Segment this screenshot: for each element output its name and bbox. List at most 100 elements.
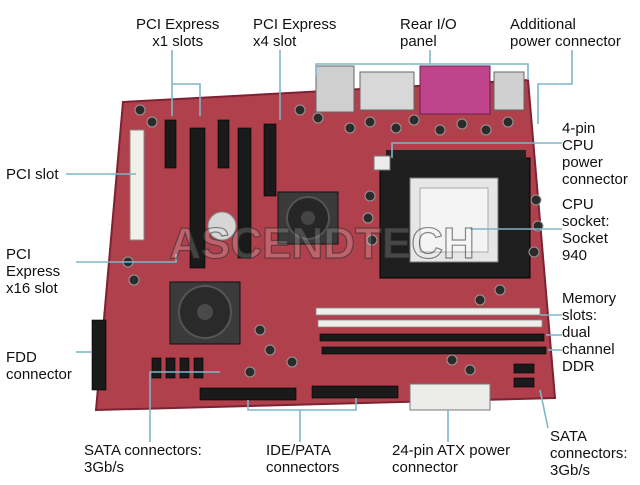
label-additional-power: Additional power connector [510,16,621,50]
label-line: PCI Express [136,16,220,33]
capacitor-icon [364,116,376,128]
pcie-x1-slot-2 [217,119,230,169]
capacitor-icon [464,364,476,376]
leader-lines [66,50,573,442]
leader-line [539,389,549,429]
label-atx-power: 24-pin ATX power connector [392,442,510,476]
leader-line [430,63,529,80]
pci-slot [129,129,145,241]
label-line: Express [6,263,61,280]
label-line: IDE/PATA [266,442,332,459]
label-pci: PCI slot [6,166,59,183]
capacitor-icon [390,122,402,134]
capacitor-icon [244,366,256,378]
capacitor-icon [530,194,542,206]
capacitor-icon [494,284,506,296]
label-line: FDD [6,349,37,366]
capacitor-icon [264,344,276,356]
label-cpu-socket: CPU socket: Socket 940 [562,196,610,264]
label-line: PCI Express [253,16,337,33]
label-pcie-x16: PCI Express x16 slot [6,246,60,297]
label-line: CPU [562,137,594,154]
capacitor-icon [446,354,458,366]
atx-power-connector [409,383,491,411]
label-line: DDR [562,358,595,375]
label-cpu-power: 4-pin CPU power connector [562,120,628,188]
label-pcie-x4: PCI Express x4 slot [253,16,336,50]
capacitor-group [122,104,544,378]
label-line: SATA connectors: [84,442,202,459]
pcie-x16-slot-2 [237,127,252,259]
label-line: Memory [562,290,617,307]
capacitor-icon [128,274,140,286]
pcie-x4-slot [263,123,277,197]
label-line: x16 slot [6,280,58,297]
capacitor-icon [312,112,324,124]
pcie-x1-slot-1 [164,119,177,169]
leader-line [537,50,573,124]
label-line: Rear I/O [400,16,457,33]
leader-line [247,400,301,442]
memory-slots [315,307,547,355]
label-line: connector [392,459,458,476]
ide-connector-2 [311,385,399,399]
sata-ports-left [151,357,204,379]
label-line: 3Gb/s [84,459,125,476]
fdd-connector-shape [91,319,107,391]
capacitor-icon [294,104,306,116]
sata-ports-right [513,363,535,388]
label-line: power [562,154,603,171]
label-line: channel [562,341,615,358]
label-line: Socket [562,230,608,247]
label-line: x1 slots [152,33,204,50]
label-line: 940 [562,247,588,264]
label-line: connectors [266,459,340,476]
label-line: 24-pin ATX power [392,442,511,459]
label-sata-right: SATA connectors: 3Gb/s [550,428,628,479]
rear-io-panel [315,65,525,115]
label-line: power connector [510,33,621,50]
label-line: PCI slot [6,166,59,183]
label-line: Additional [510,16,576,33]
capacitor-icon [344,122,356,134]
vrm-row [386,150,526,160]
capacitor-icon [146,116,158,128]
capacitor-icon [364,190,376,202]
label-pcie-x1: PCI Express x1 slots [136,16,219,50]
leader-line [171,50,201,116]
cpu-socket [379,157,531,279]
leader-line [315,50,431,76]
label-line: dual [562,324,591,341]
bios-battery [207,211,237,241]
label-line: PCI [6,246,32,263]
ide-connector-1 [199,387,297,401]
label-line: connector [562,171,628,188]
chipset-fan-heatsink [277,191,339,245]
label-line: slots: [562,307,598,324]
leader-line [76,254,177,263]
label-ide: IDE/PATA connectors [266,442,339,476]
capacitor-icon [434,124,446,136]
capacitor-icon [134,104,146,116]
leader-line [391,142,562,158]
capacitor-icon [366,234,378,246]
label-line: CPU [562,196,594,213]
leader-line [149,371,220,442]
label-line: connector [6,366,72,383]
capacitor-icon [528,246,540,258]
label-rear-io: Rear I/O panel [400,16,457,50]
label-line: panel [400,33,437,50]
label-line: 3Gb/s [550,462,591,479]
pcie-x16-slot [189,127,206,269]
capacitor-icon [408,114,420,126]
label-sata-left: SATA connectors: 3Gb/s [84,442,202,476]
watermark-text: ASCENDTECH [169,219,475,268]
leader-line [300,398,357,411]
label-line: connectors: [550,445,628,462]
capacitor-icon [502,116,514,128]
label-memory: Memory slots: dual channel DDR [562,290,616,375]
label-line: x4 slot [253,33,297,50]
parallel-port [419,65,491,115]
